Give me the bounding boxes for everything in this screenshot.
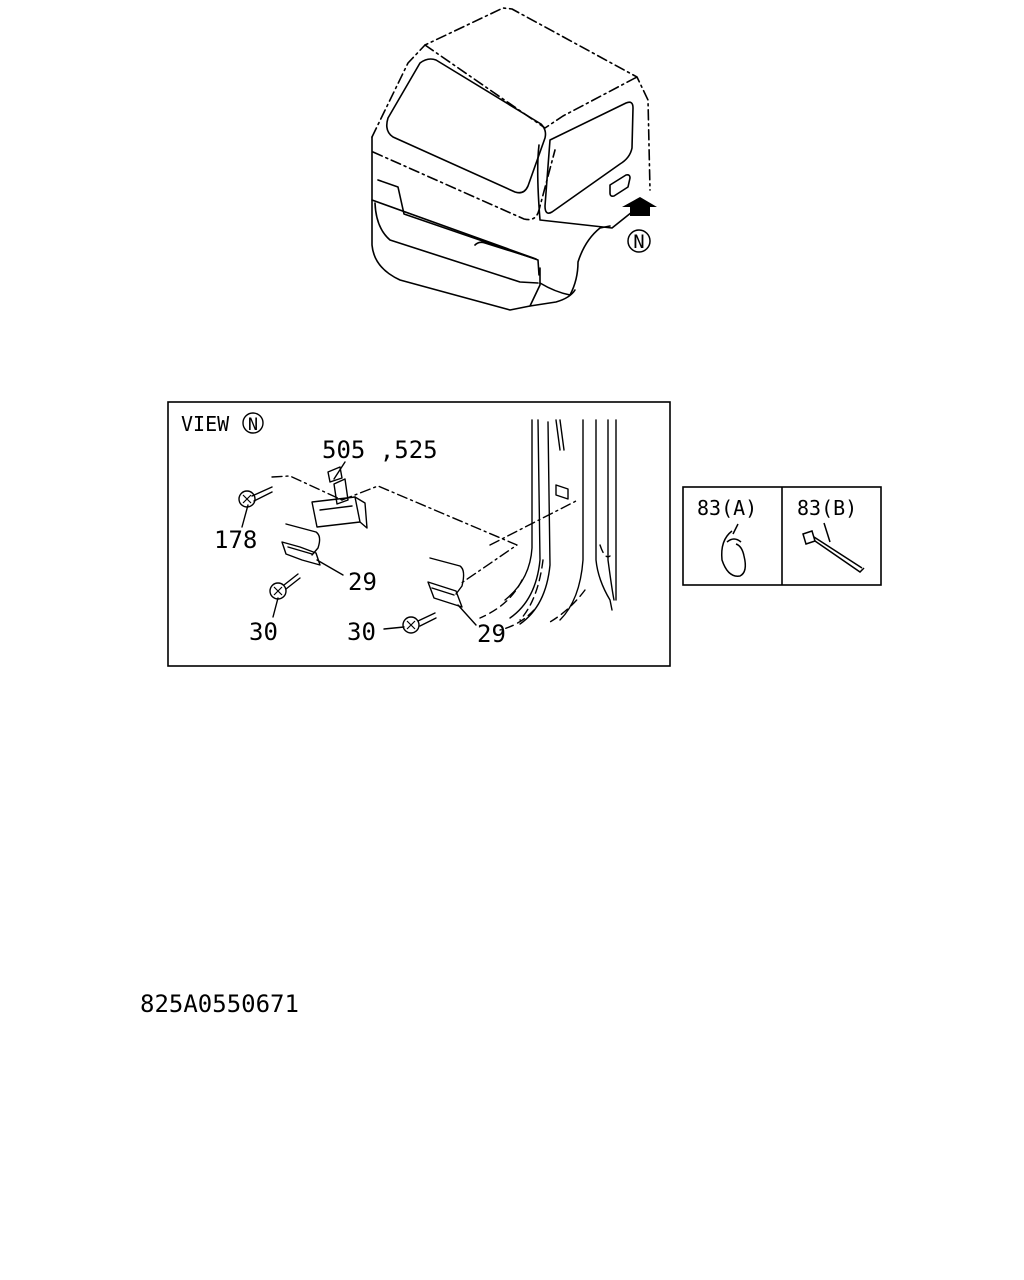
- switch-body-side: [354, 496, 368, 529]
- bracket-29-left: [281, 541, 321, 566]
- wheel-arch-lower: [529, 289, 576, 307]
- screw-30-right-icon: [417, 612, 437, 627]
- pillar-switch: [555, 484, 569, 500]
- bumper-top: [371, 199, 537, 260]
- inset-part-b-label: 83(B): [797, 496, 857, 520]
- door-pillar-outline-2: [509, 419, 541, 619]
- screw-178-cross: [242, 494, 252, 504]
- callout-505-525: 505 ,525: [322, 436, 438, 464]
- detail-heading-marker-circle: [242, 412, 264, 434]
- clip-83a-icon: [720, 523, 747, 577]
- leader-178: [241, 504, 249, 528]
- leader-30-right: [383, 626, 405, 630]
- door-pillar-outline-3: [519, 421, 551, 625]
- truck-cab-illustration: [371, 7, 657, 311]
- door-seal-dashed-2: [549, 544, 611, 623]
- cab-front: [371, 136, 541, 311]
- door-seal-dashed: [479, 559, 544, 631]
- callout-29-left: 29: [348, 568, 377, 596]
- cab-roof-ridge: [424, 44, 638, 129]
- door-striker-lines: [555, 419, 565, 451]
- detail-view-frame: [167, 401, 671, 667]
- view-marker-label: N: [633, 231, 644, 253]
- screw-178-icon: [251, 486, 273, 502]
- screw-30-left-icon: [283, 573, 301, 590]
- switch-plunger: [327, 466, 343, 483]
- callout-30-right: 30: [347, 618, 376, 646]
- windshield: [386, 58, 547, 194]
- callout-178: 178: [214, 526, 257, 554]
- door-outer-edge: [595, 419, 613, 611]
- screw-30-right-cross: [406, 620, 416, 630]
- leader-30-left: [272, 597, 279, 618]
- screw-30-left-head: [269, 582, 287, 600]
- detail-view-drawing: [241, 419, 617, 631]
- cab-roof-outline: [371, 7, 651, 191]
- detail-heading-marker: N: [248, 415, 258, 435]
- view-arrow-icon: [622, 197, 657, 216]
- cab-grille-line: [377, 179, 540, 276]
- inset-part-a-label: 83(A): [697, 496, 757, 520]
- door-switch-upper: [311, 478, 361, 528]
- cable-tie-83b-icon: [802, 522, 865, 573]
- leader-to-pillar: [489, 499, 579, 546]
- leader-505-525: [333, 461, 346, 480]
- leader-29-left: [316, 559, 344, 576]
- leader-switch-upper: [271, 475, 343, 501]
- view-marker-circle: [627, 229, 651, 253]
- fog-lamp-recess: [474, 241, 534, 259]
- door-edge-lines: [607, 419, 617, 601]
- screw-30-left-cross: [273, 586, 283, 596]
- detail-view-heading: VIEW: [181, 412, 230, 436]
- leader-switch-lower: [341, 485, 518, 585]
- screw-30-right-head: [402, 616, 420, 634]
- screw-178-head: [238, 490, 256, 508]
- bumper-line: [374, 202, 539, 284]
- drawing-number: 825A0550671: [140, 990, 299, 1018]
- side-window: [544, 101, 634, 214]
- wiring-harness-left: [285, 523, 321, 556]
- wiring-harness-right: [429, 557, 465, 595]
- door-pillar-outline: [504, 419, 533, 601]
- callout-29-right: 29: [477, 620, 506, 648]
- callout-30-left: 30: [249, 618, 278, 646]
- wheel-arch: [539, 225, 611, 296]
- door-handle-recess: [609, 174, 631, 197]
- door-panel: [536, 144, 649, 229]
- leader-29-right: [457, 604, 477, 626]
- door-inner-edge: [559, 419, 584, 621]
- bracket-29-right: [427, 581, 463, 608]
